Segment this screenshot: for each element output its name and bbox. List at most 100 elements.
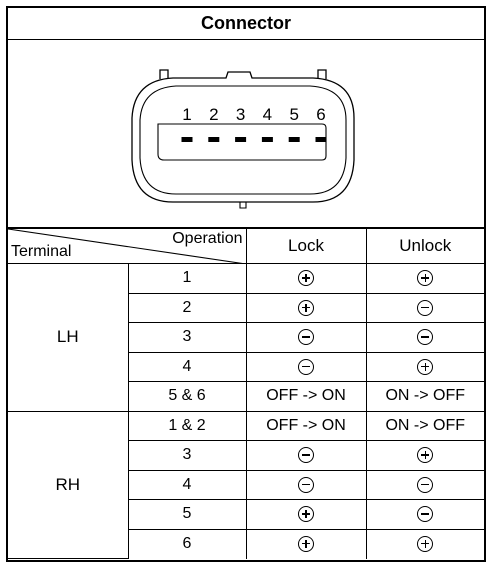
lock-cell: + bbox=[245, 292, 367, 323]
corner-diagonal-line bbox=[8, 229, 246, 264]
polarity-label: - bbox=[306, 360, 307, 361]
unlock-cell: ON -> OFF bbox=[365, 381, 484, 412]
pin-label: 4 bbox=[263, 105, 272, 124]
minus-circle-icon: - bbox=[417, 506, 434, 523]
table-corner-header: Operation Terminal bbox=[8, 228, 247, 264]
connector-bottom-notch bbox=[239, 202, 247, 209]
connector-latch-left bbox=[159, 69, 169, 79]
pin-terminal bbox=[208, 137, 220, 142]
pin-terminal bbox=[288, 137, 300, 142]
minus-circle-icon: - bbox=[417, 476, 434, 493]
plus-circle-icon: + bbox=[298, 535, 314, 552]
terminal-cell: 2 bbox=[128, 292, 247, 323]
polarity-label: + bbox=[306, 537, 307, 538]
pin-terminal bbox=[261, 137, 273, 142]
terminal-cell: 4 bbox=[128, 469, 247, 500]
plus-circle-icon: + bbox=[417, 270, 434, 287]
minus-circle-icon: - bbox=[298, 447, 314, 464]
polarity-label: - bbox=[425, 330, 426, 331]
terminal-cell: 1 bbox=[127, 263, 247, 294]
minus-circle-icon: - bbox=[298, 476, 314, 493]
plus-circle-icon: + bbox=[417, 447, 434, 464]
terminal-table: Operation Terminal Lock Unlock LH1++2+-3… bbox=[8, 228, 484, 559]
connector-latch-right bbox=[317, 69, 327, 79]
unlock-cell: ON -> OFF bbox=[365, 410, 484, 441]
polarity-label: + bbox=[425, 271, 426, 272]
table-row: LH1 + + bbox=[8, 263, 484, 412]
table-row: 3 - - bbox=[8, 322, 484, 353]
unlock-cell: - bbox=[365, 469, 484, 500]
polarity-label: - bbox=[425, 507, 426, 508]
unlock-cell: - bbox=[365, 292, 484, 323]
minus-circle-icon: - bbox=[298, 329, 314, 346]
polarity-label: - bbox=[425, 478, 426, 479]
lock-cell: - bbox=[245, 351, 367, 382]
page-title: Connector bbox=[8, 8, 484, 40]
connector-housing bbox=[131, 71, 355, 203]
lock-cell: OFF -> ON bbox=[245, 381, 367, 412]
lock-cell: - bbox=[245, 469, 367, 500]
polarity-label: + bbox=[425, 448, 426, 449]
connector-inner-outline bbox=[139, 85, 347, 195]
minus-circle-icon: - bbox=[298, 358, 314, 375]
plus-circle-icon: + bbox=[417, 535, 434, 552]
table-row: 2 + - bbox=[8, 292, 484, 323]
terminal-cell: 4 bbox=[128, 351, 247, 382]
polarity-label: - bbox=[306, 330, 307, 331]
lock-cell: OFF -> ON bbox=[245, 410, 367, 441]
table-row: 4 - + bbox=[8, 351, 484, 382]
column-header-unlock: Unlock bbox=[365, 228, 484, 264]
terminal-cell: 3 bbox=[128, 322, 247, 353]
terminal-cell: 3 bbox=[128, 440, 247, 471]
pin-label: 2 bbox=[209, 105, 218, 124]
polarity-label: - bbox=[425, 301, 426, 302]
unlock-cell: - bbox=[365, 322, 484, 353]
pin-terminal bbox=[235, 137, 247, 142]
plus-circle-icon: + bbox=[298, 299, 314, 316]
plus-circle-icon: + bbox=[298, 270, 314, 287]
lock-cell: - bbox=[245, 322, 367, 353]
terminal-cell: 1 & 2 bbox=[127, 410, 247, 441]
polarity-label: - bbox=[306, 448, 307, 449]
minus-circle-icon: - bbox=[417, 299, 434, 316]
unlock-cell: + bbox=[365, 263, 484, 294]
operation-header: Operation bbox=[172, 230, 243, 247]
lock-cell: - bbox=[245, 440, 367, 471]
pin-terminal bbox=[315, 137, 327, 142]
lock-cell: + bbox=[245, 528, 367, 559]
pin-label: 1 bbox=[182, 105, 191, 124]
unlock-cell: + bbox=[365, 351, 484, 382]
unlock-cell: + bbox=[365, 440, 484, 471]
minus-circle-icon: - bbox=[417, 329, 434, 346]
plus-circle-icon: + bbox=[417, 358, 434, 375]
terminal-cell: 5 & 6 bbox=[128, 381, 247, 412]
pin-label: 5 bbox=[289, 105, 298, 124]
table-row: 3 - + bbox=[8, 440, 484, 471]
polarity-label: + bbox=[425, 537, 426, 538]
polarity-label: - bbox=[306, 478, 307, 479]
lock-cell: + bbox=[245, 263, 367, 294]
unlock-cell: - bbox=[365, 499, 484, 530]
pin-label: 6 bbox=[316, 105, 325, 124]
connector-terminal-window bbox=[157, 123, 327, 161]
polarity-label: + bbox=[425, 360, 426, 361]
polarity-label: + bbox=[306, 301, 307, 302]
terminal-header: Terminal bbox=[11, 243, 72, 260]
column-header-lock: Lock bbox=[245, 228, 367, 264]
plus-circle-icon: + bbox=[298, 506, 314, 523]
table-row: 6 + + bbox=[8, 528, 484, 559]
terminal-cell: 5 bbox=[128, 499, 247, 530]
polarity-label: + bbox=[306, 507, 307, 508]
polarity-label: + bbox=[306, 271, 307, 272]
terminal-cell: 6 bbox=[128, 528, 247, 559]
side-label: LH bbox=[8, 263, 129, 412]
pin-label: 3 bbox=[236, 105, 245, 124]
lock-cell: + bbox=[245, 499, 367, 530]
side-label: RH bbox=[8, 410, 129, 559]
